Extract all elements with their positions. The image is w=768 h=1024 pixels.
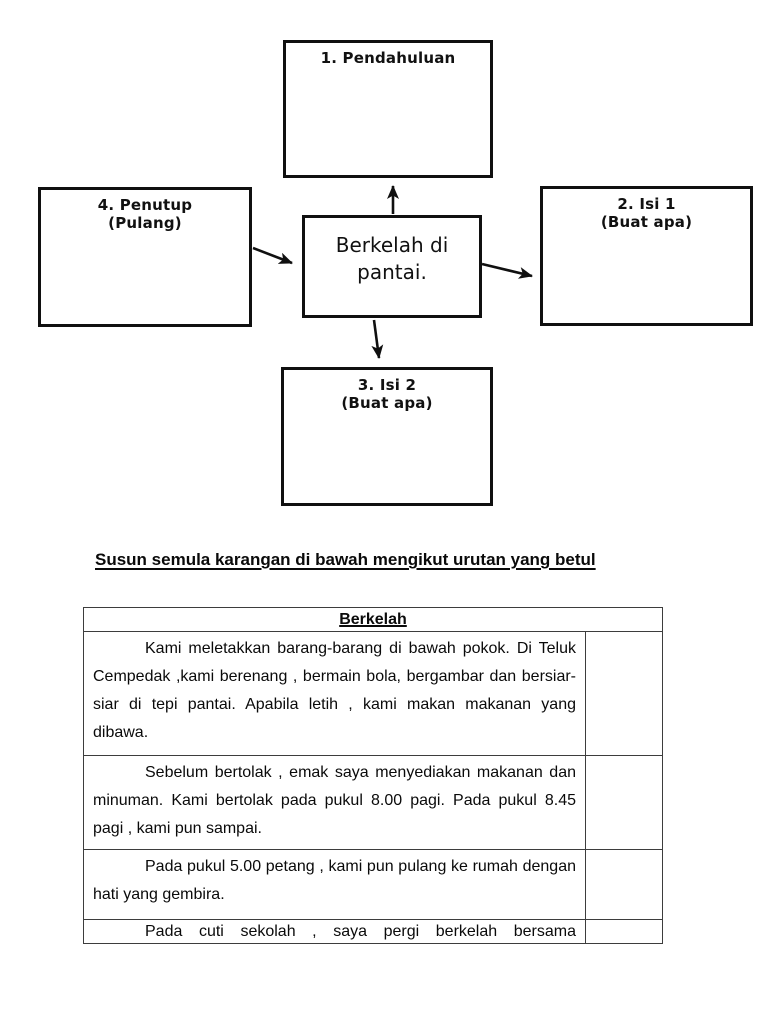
arrow-left-to-center-icon xyxy=(252,246,293,265)
node-isi-2-sublabel: (Buat apa) xyxy=(341,394,433,412)
node-penutup-label: 4. Penutup xyxy=(97,196,193,214)
node-penutup: 4. Penutup (Pulang) xyxy=(38,187,252,327)
table-row: Pada pukul 5.00 petang , kami pun pulang… xyxy=(83,849,663,920)
table-row: Pada cuti sekolah , saya pergi berkelah … xyxy=(83,919,663,944)
table-row: Kami meletakkan barang-barang di bawah p… xyxy=(83,631,663,756)
paragraph-cell: Kami meletakkan barang-barang di bawah p… xyxy=(83,631,586,756)
central-topic-label: Berkelah di pantai. xyxy=(335,233,449,284)
instruction-heading: Susun semula karangan di bawah mengikut … xyxy=(95,550,596,569)
karangan-table: Berkelah Kami meletakkan barang-barang d… xyxy=(83,607,663,944)
arrow-center-to-bottom-icon xyxy=(371,319,384,359)
paragraph-cell: Sebelum bertolak , emak saya menyediakan… xyxy=(83,755,586,850)
arrow-center-to-right-icon xyxy=(481,262,533,279)
answer-cell xyxy=(585,849,663,920)
node-isi-2-label: 3. Isi 2 xyxy=(357,376,417,394)
table-row: Sebelum bertolak , emak saya menyediakan… xyxy=(83,755,663,850)
node-penutup-sublabel: (Pulang) xyxy=(108,214,182,232)
node-isi-2: 3. Isi 2 (Buat apa) xyxy=(281,367,493,506)
answer-cell xyxy=(585,631,663,756)
node-isi-1: 2. Isi 1 (Buat apa) xyxy=(540,186,753,326)
node-isi-1-sublabel: (Buat apa) xyxy=(600,213,693,231)
paragraph-cell: Pada cuti sekolah , saya pergi berkelah … xyxy=(83,919,586,944)
node-central-topic: Berkelah di pantai. xyxy=(302,215,482,318)
answer-cell xyxy=(585,755,663,850)
paragraph-cell: Pada pukul 5.00 petang , kami pun pulang… xyxy=(83,849,586,920)
node-isi-1-label: 2. Isi 1 xyxy=(617,195,676,213)
node-pendahuluan-label: 1. Pendahuluan xyxy=(320,49,456,67)
table-title: Berkelah xyxy=(83,607,663,632)
answer-cell xyxy=(585,919,663,944)
table-title-row: Berkelah xyxy=(83,607,663,632)
node-pendahuluan: 1. Pendahuluan xyxy=(283,40,493,178)
